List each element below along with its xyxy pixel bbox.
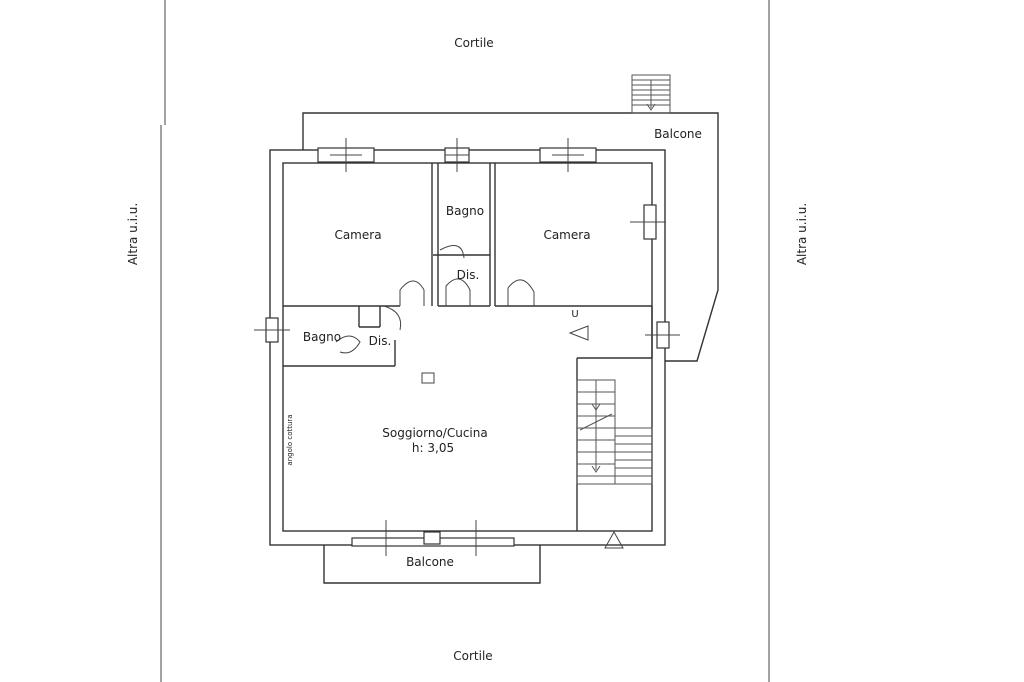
column-marker [421, 372, 435, 384]
counter-label: angolo cottura [286, 414, 294, 465]
windows [254, 138, 680, 556]
balcony-top-label: Balcone [654, 127, 702, 141]
bedroom-right-label: Camera [543, 228, 590, 242]
interior-walls [283, 163, 653, 531]
doors [335, 245, 535, 354]
hall-left-label: Dis. [369, 334, 392, 348]
neighbor-right-label: Altra u.i.u. [795, 203, 809, 265]
neighbor-left-label: Altra u.i.u. [126, 203, 140, 265]
living-room-label: Soggiorno/Cucina [382, 426, 487, 440]
entrance-triangle-bottom [604, 530, 624, 549]
balcony-bottom-outline [323, 545, 541, 584]
balcony-bottom-label: Balcone [406, 555, 454, 569]
bedroom-left-label: Camera [334, 228, 381, 242]
balcony-stair [631, 74, 671, 114]
courtyard-bottom-label: Cortile [453, 649, 492, 663]
bathroom-top-label: Bagno [446, 204, 484, 218]
bathroom-left-label: Bagno [303, 330, 341, 344]
balcony-top-outline [302, 112, 719, 362]
living-room-height-label: h: 3,05 [412, 441, 454, 455]
hall-top-label: Dis. [457, 268, 480, 282]
entrance-arrow-triangle [568, 325, 589, 341]
marker-u-label: U [571, 309, 578, 320]
courtyard-top-label: Cortile [454, 36, 493, 50]
main-stair [576, 379, 653, 485]
